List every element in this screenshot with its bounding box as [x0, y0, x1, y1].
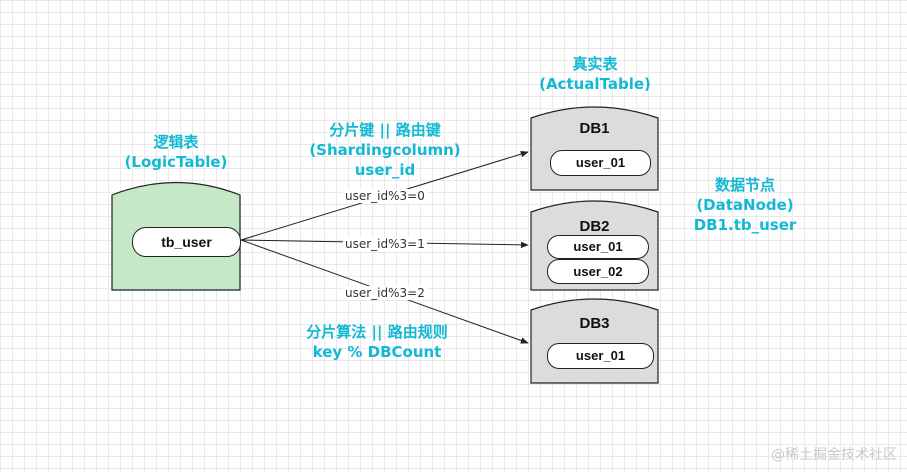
data-node-label: 数据节点 (DataNode) DB1.tb_user — [685, 175, 805, 235]
db3-shape — [530, 298, 659, 384]
db3-table-1: user_01 — [547, 343, 654, 369]
actual-table-label: 真实表 (ActualTable) — [530, 54, 660, 94]
db1-table-1: user_01 — [550, 150, 651, 176]
sharding-key-line2: (Shardingcolumn) — [309, 141, 461, 159]
logic-table-item: tb_user — [132, 227, 241, 257]
actual-table-label-en: (ActualTable) — [539, 75, 651, 93]
db2-table-1: user_01 — [547, 235, 649, 259]
data-node-line1: 数据节点 — [714, 176, 775, 194]
db2-table-2: user_02 — [547, 259, 649, 284]
algorithm-line2: key % DBCount — [312, 343, 442, 361]
sharding-key-label: 分片键 || 路由键 (Shardingcolumn) user_id — [300, 120, 470, 180]
logic-table-label-cn: 逻辑表 — [153, 133, 199, 151]
db2-title: DB2 — [579, 218, 610, 235]
db3-title: DB3 — [579, 315, 610, 332]
edge-label-db1: user_id%3=0 — [343, 189, 427, 203]
watermark: @稀土掘金技术社区 — [771, 447, 897, 463]
sharding-key-line1: 分片键 || 路由键 — [329, 121, 441, 139]
edge-label-db2: user_id%3=1 — [343, 237, 427, 251]
sharding-key-line3: user_id — [354, 161, 416, 179]
data-node-line2: (DataNode) — [696, 196, 794, 214]
edge-label-db3: user_id%3=2 — [343, 286, 427, 300]
actual-table-label-cn: 真实表 — [572, 55, 618, 73]
logic-table-label-en: (LogicTable) — [124, 153, 228, 171]
db1-title: DB1 — [579, 120, 610, 137]
logic-table-label: 逻辑表 (LogicTable) — [120, 132, 232, 172]
data-node-line3: DB1.tb_user — [693, 216, 797, 234]
algorithm-label: 分片算法 || 路由规则 key % DBCount — [287, 322, 467, 362]
algorithm-line1: 分片算法 || 路由规则 — [306, 323, 448, 341]
